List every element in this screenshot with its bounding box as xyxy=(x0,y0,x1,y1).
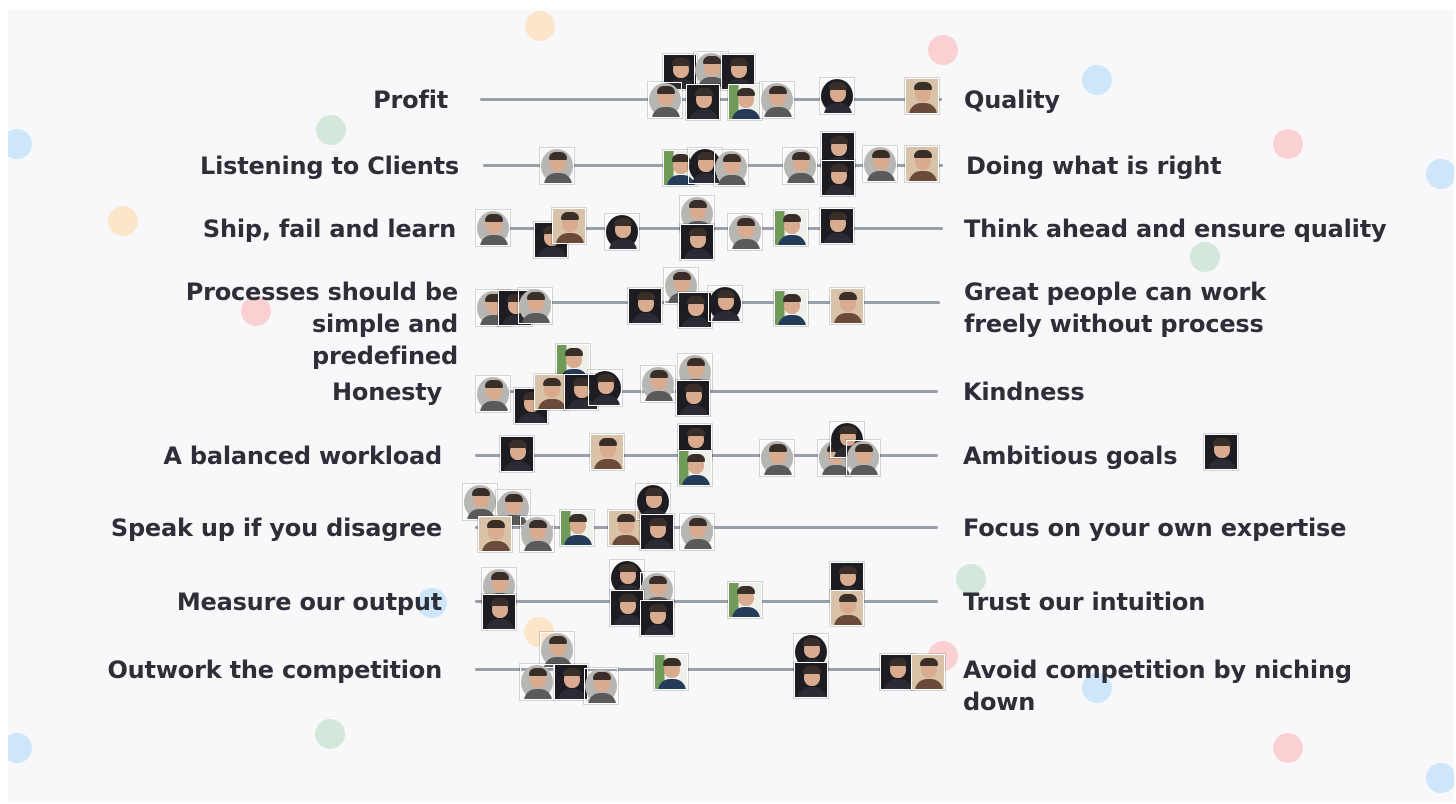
person-avatar-icon xyxy=(518,288,552,324)
person-avatar-icon xyxy=(500,436,534,472)
person-avatar-icon xyxy=(552,208,586,244)
person-avatar-icon xyxy=(774,290,808,326)
person-avatar-icon xyxy=(830,288,864,324)
confetti-dot-icon xyxy=(1190,242,1220,272)
person-avatar-icon xyxy=(905,146,939,182)
right-value-label: Great people can work freely without pro… xyxy=(964,278,1266,338)
person-avatar-icon xyxy=(476,210,510,246)
person-avatar-icon xyxy=(708,286,742,322)
right-value-label: Focus on your own expertise xyxy=(963,514,1347,542)
confetti-dot-icon xyxy=(241,296,271,326)
confetti-dot-icon xyxy=(8,129,32,159)
person-avatar-icon xyxy=(728,582,762,618)
person-avatar-icon xyxy=(610,590,644,626)
person-avatar-icon xyxy=(760,440,794,476)
person-avatar-icon xyxy=(676,380,710,416)
right-value-label: Kindness xyxy=(963,378,1085,406)
confetti-dot-icon xyxy=(1426,763,1454,793)
person-avatar-icon xyxy=(820,208,854,244)
person-avatar-icon xyxy=(628,288,662,324)
person-avatar-icon xyxy=(680,224,714,260)
confetti-dot-icon xyxy=(1273,129,1303,159)
confetti-dot-icon xyxy=(8,733,32,763)
right-value-label: Ambitious goals xyxy=(963,442,1178,470)
person-avatar-icon xyxy=(540,632,574,668)
confetti-dot-icon xyxy=(1082,673,1112,703)
left-value-label: Processes should be simple and predefine… xyxy=(185,278,458,370)
person-avatar-icon xyxy=(794,662,828,698)
left-value-label: Speak up if you disagree xyxy=(110,514,442,542)
confetti-dot-icon xyxy=(417,588,447,618)
person-avatar-icon xyxy=(482,594,516,630)
person-avatar-icon xyxy=(478,516,512,552)
person-avatar-icon xyxy=(476,376,510,412)
person-avatar-icon xyxy=(1204,434,1238,470)
person-avatar-icon xyxy=(534,374,568,410)
person-avatar-icon xyxy=(540,148,574,184)
person-avatar-icon xyxy=(654,654,688,690)
person-avatar-icon xyxy=(863,146,897,182)
confetti-dot-icon xyxy=(315,719,345,749)
person-avatar-icon xyxy=(560,510,594,546)
person-avatar-icon xyxy=(774,210,808,246)
left-value-label: Measure our output xyxy=(176,588,442,616)
person-avatar-icon xyxy=(463,484,497,520)
right-value-label: Think ahead and ensure quality xyxy=(964,215,1387,243)
left-value-label: Honesty xyxy=(332,378,442,406)
person-avatar-icon xyxy=(680,514,714,550)
left-value-label: Outwork the competition xyxy=(107,656,442,684)
person-avatar-icon xyxy=(783,148,817,184)
person-avatar-icon xyxy=(584,668,618,704)
person-avatar-icon xyxy=(880,654,914,690)
person-avatar-icon xyxy=(820,78,854,114)
scale-line xyxy=(475,668,938,671)
person-avatar-icon xyxy=(678,450,712,486)
person-avatar-icon xyxy=(605,214,639,250)
person-avatar-icon xyxy=(554,664,588,700)
person-avatar-icon xyxy=(821,160,855,196)
confetti-dot-icon xyxy=(1273,733,1303,763)
confetti-dot-icon xyxy=(1082,65,1112,95)
person-avatar-icon xyxy=(678,292,712,328)
confetti-dot-icon xyxy=(1426,159,1454,189)
person-avatar-icon xyxy=(728,84,762,120)
person-avatar-icon xyxy=(590,434,624,470)
person-avatar-icon xyxy=(588,370,622,406)
confetti-dot-icon xyxy=(928,35,958,65)
right-value-label: Quality xyxy=(964,86,1060,114)
person-avatar-icon xyxy=(641,366,675,402)
left-value-label: Profit xyxy=(373,86,448,114)
confetti-dot-icon xyxy=(316,115,346,145)
person-avatar-icon xyxy=(728,214,762,250)
person-avatar-icon xyxy=(905,78,939,114)
person-avatar-icon xyxy=(640,514,674,550)
values-board: Profit Quality Listening to Clients Doin… xyxy=(8,10,1454,802)
confetti-dot-icon xyxy=(108,206,138,236)
person-avatar-icon xyxy=(520,664,554,700)
left-value-label: A balanced workload xyxy=(163,442,442,470)
person-avatar-icon xyxy=(846,440,880,476)
person-avatar-icon xyxy=(830,590,864,626)
person-avatar-icon xyxy=(648,82,682,118)
right-value-label: Avoid competition by niching down xyxy=(963,656,1352,716)
person-avatar-icon xyxy=(760,82,794,118)
person-avatar-icon xyxy=(714,150,748,186)
confetti-dot-icon xyxy=(525,11,555,41)
scale-line xyxy=(475,600,938,603)
person-avatar-icon xyxy=(520,516,554,552)
person-avatar-icon xyxy=(608,510,642,546)
confetti-dot-icon xyxy=(956,564,986,594)
left-value-label: Listening to Clients xyxy=(200,152,459,180)
right-value-label: Doing what is right xyxy=(966,152,1222,180)
person-avatar-icon xyxy=(640,600,674,636)
right-value-label: Trust our intuition xyxy=(963,588,1206,616)
left-value-label: Ship, fail and learn xyxy=(202,215,456,243)
person-avatar-icon xyxy=(686,84,720,120)
person-avatar-icon xyxy=(911,654,945,690)
